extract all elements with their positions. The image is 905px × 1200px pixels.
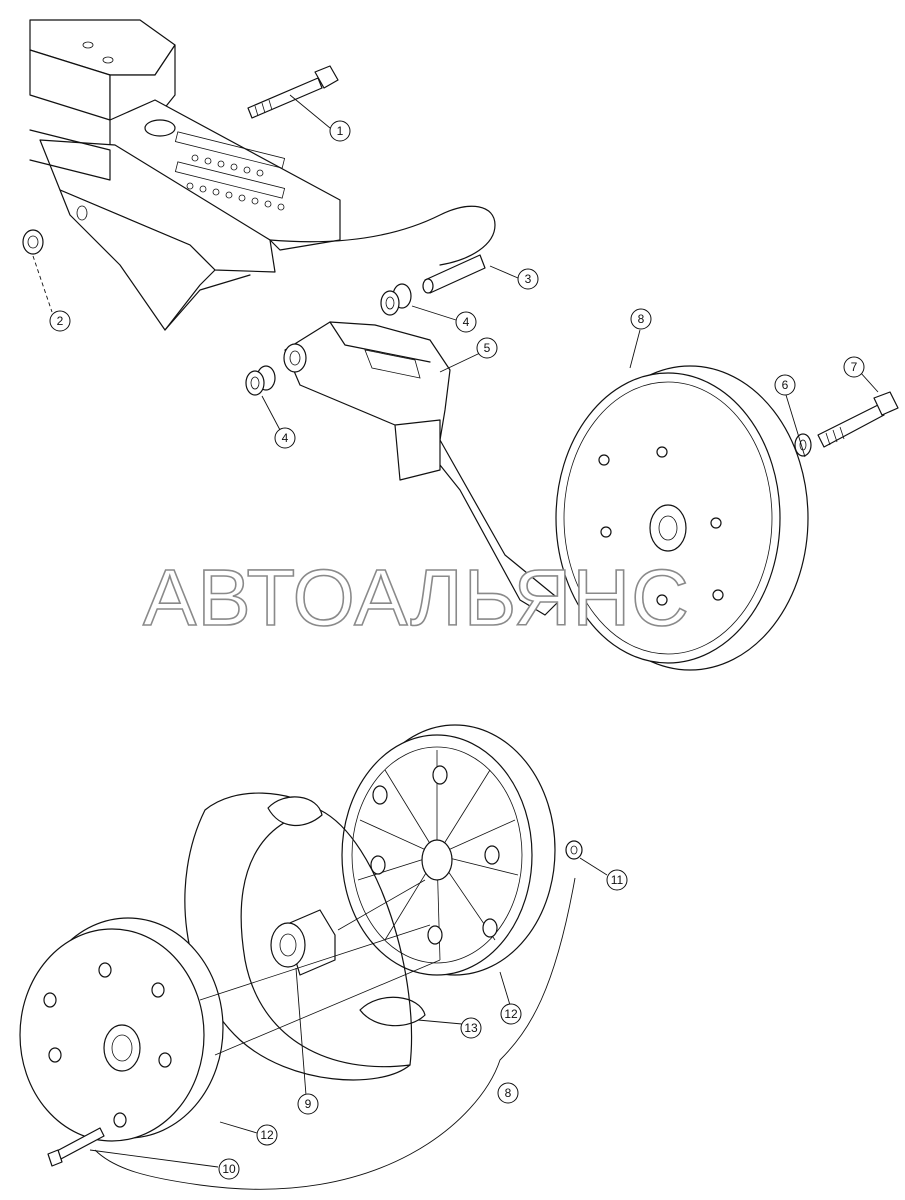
callout-8-top: 8 <box>630 308 652 330</box>
bushing-4-lower <box>245 365 276 396</box>
tire-13 <box>184 792 426 1081</box>
pin-3 <box>422 254 486 294</box>
washer-6 <box>794 433 812 457</box>
svg-text:9: 9 <box>305 1097 312 1111</box>
svg-text:5: 5 <box>484 341 491 355</box>
svg-text:8: 8 <box>505 1086 512 1100</box>
nut-2 <box>22 229 44 255</box>
leader-lines <box>32 94 879 1168</box>
watermark-text: АВТОАЛЬЯНС <box>143 553 690 642</box>
hub-plate-12-front <box>19 917 224 1142</box>
svg-text:8: 8 <box>638 312 645 326</box>
svg-text:13: 13 <box>464 1021 478 1035</box>
callout-6: 6 <box>774 374 796 396</box>
svg-text:4: 4 <box>282 431 289 445</box>
svg-text:12: 12 <box>260 1128 274 1142</box>
callout-11: 11 <box>606 869 628 891</box>
svg-text:6: 6 <box>782 378 789 392</box>
bolt-7 <box>817 391 899 448</box>
gauge-wheel-8-top <box>555 365 809 671</box>
callout-5: 5 <box>476 337 498 359</box>
callout-8-bottom: 8 <box>497 1082 519 1104</box>
bolt-10 <box>47 1127 105 1167</box>
callout-2: 2 <box>49 310 71 332</box>
svg-text:10: 10 <box>222 1162 236 1176</box>
callout-12-right: 12 <box>500 1003 522 1025</box>
callout-9: 9 <box>297 1093 319 1115</box>
svg-text:12: 12 <box>504 1007 518 1021</box>
bolt-1 <box>247 65 339 119</box>
svg-text:4: 4 <box>463 315 470 329</box>
gauge-wheel-arm-5 <box>283 321 561 616</box>
callout-7: 7 <box>843 356 865 378</box>
callout-12-left: 12 <box>256 1124 278 1146</box>
bushing-4-upper <box>380 283 412 316</box>
assembly-axis-lines <box>199 879 441 1056</box>
callout-4-upper: 4 <box>455 311 477 333</box>
callout-13: 13 <box>460 1017 482 1039</box>
callout-3: 3 <box>517 268 539 290</box>
svg-text:2: 2 <box>57 314 64 328</box>
svg-text:7: 7 <box>851 360 858 374</box>
hub-plate-12-back <box>341 724 556 976</box>
svg-text:11: 11 <box>611 873 624 887</box>
svg-text:3: 3 <box>525 272 532 286</box>
callout-10: 10 <box>218 1158 240 1180</box>
callout-1: 1 <box>329 120 351 142</box>
nut-11 <box>565 840 583 860</box>
callout-4-lower: 4 <box>274 427 296 449</box>
bearing-9 <box>270 909 336 976</box>
svg-text:1: 1 <box>337 124 344 138</box>
frame-beam <box>29 19 496 331</box>
